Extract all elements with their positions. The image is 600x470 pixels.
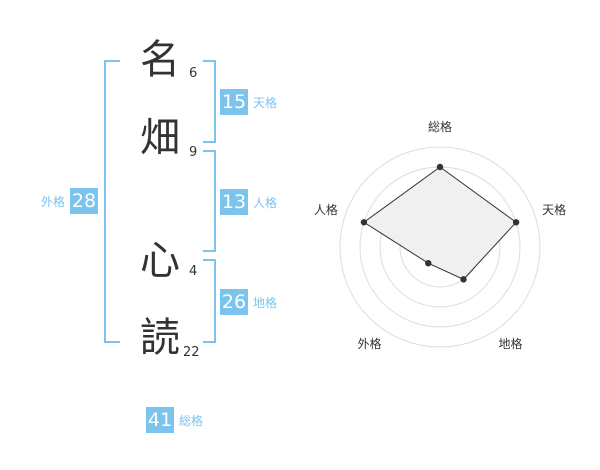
gaikaku-badge: 外格 28: [41, 188, 99, 214]
name-char-4: 読: [140, 315, 180, 361]
jinkaku-label: 人格: [253, 195, 278, 210]
radar-point: [460, 276, 467, 283]
soukaku-value: 41: [146, 407, 174, 433]
gaikaku-label: 外格: [41, 194, 66, 209]
radar-point: [425, 259, 432, 267]
radar-axis-label: 地格: [499, 336, 523, 351]
tenkaku-value: 15: [220, 89, 248, 115]
radar-axis-label: 外格: [357, 336, 381, 351]
radar-point: [512, 219, 520, 226]
jinkaku-value: 13: [220, 189, 248, 215]
soukaku-badge: 41 総格: [146, 407, 203, 433]
tenkaku-label: 天格: [253, 95, 278, 110]
radar-area: [363, 166, 517, 280]
gaikaku-value: 28: [70, 188, 99, 214]
chikaku-value: 26: [220, 289, 248, 315]
soukaku-label: 総格: [179, 413, 204, 428]
radar-grid-ring: [339, 146, 541, 348]
radar-point: [360, 219, 368, 226]
stroke-count-4: 22: [183, 345, 200, 360]
name-char-3: 心: [140, 238, 180, 284]
chikaku-bracket: [203, 259, 216, 343]
gaikaku-bracket: [104, 60, 120, 343]
chikaku-badge: 26 地格: [220, 289, 277, 315]
radar-points: [360, 163, 520, 283]
stroke-count-2: 9: [189, 145, 198, 160]
radar-axis-label: 天格: [542, 202, 566, 217]
radar-axis-label: 総格: [428, 119, 452, 134]
jinkaku-badge: 13 人格: [220, 189, 277, 215]
stroke-count-3: 4: [189, 264, 198, 279]
radar-point: [436, 163, 444, 171]
radar-axis-label: 人格: [314, 202, 338, 217]
jinkaku-bracket: [203, 150, 216, 252]
name-char-2: 畑: [140, 115, 180, 161]
chikaku-label: 地格: [253, 295, 278, 310]
name-char-1: 名: [140, 37, 180, 83]
stroke-count-1: 6: [189, 66, 198, 81]
tenkaku-badge: 15 天格: [220, 89, 277, 115]
tenkaku-bracket: [203, 60, 216, 143]
